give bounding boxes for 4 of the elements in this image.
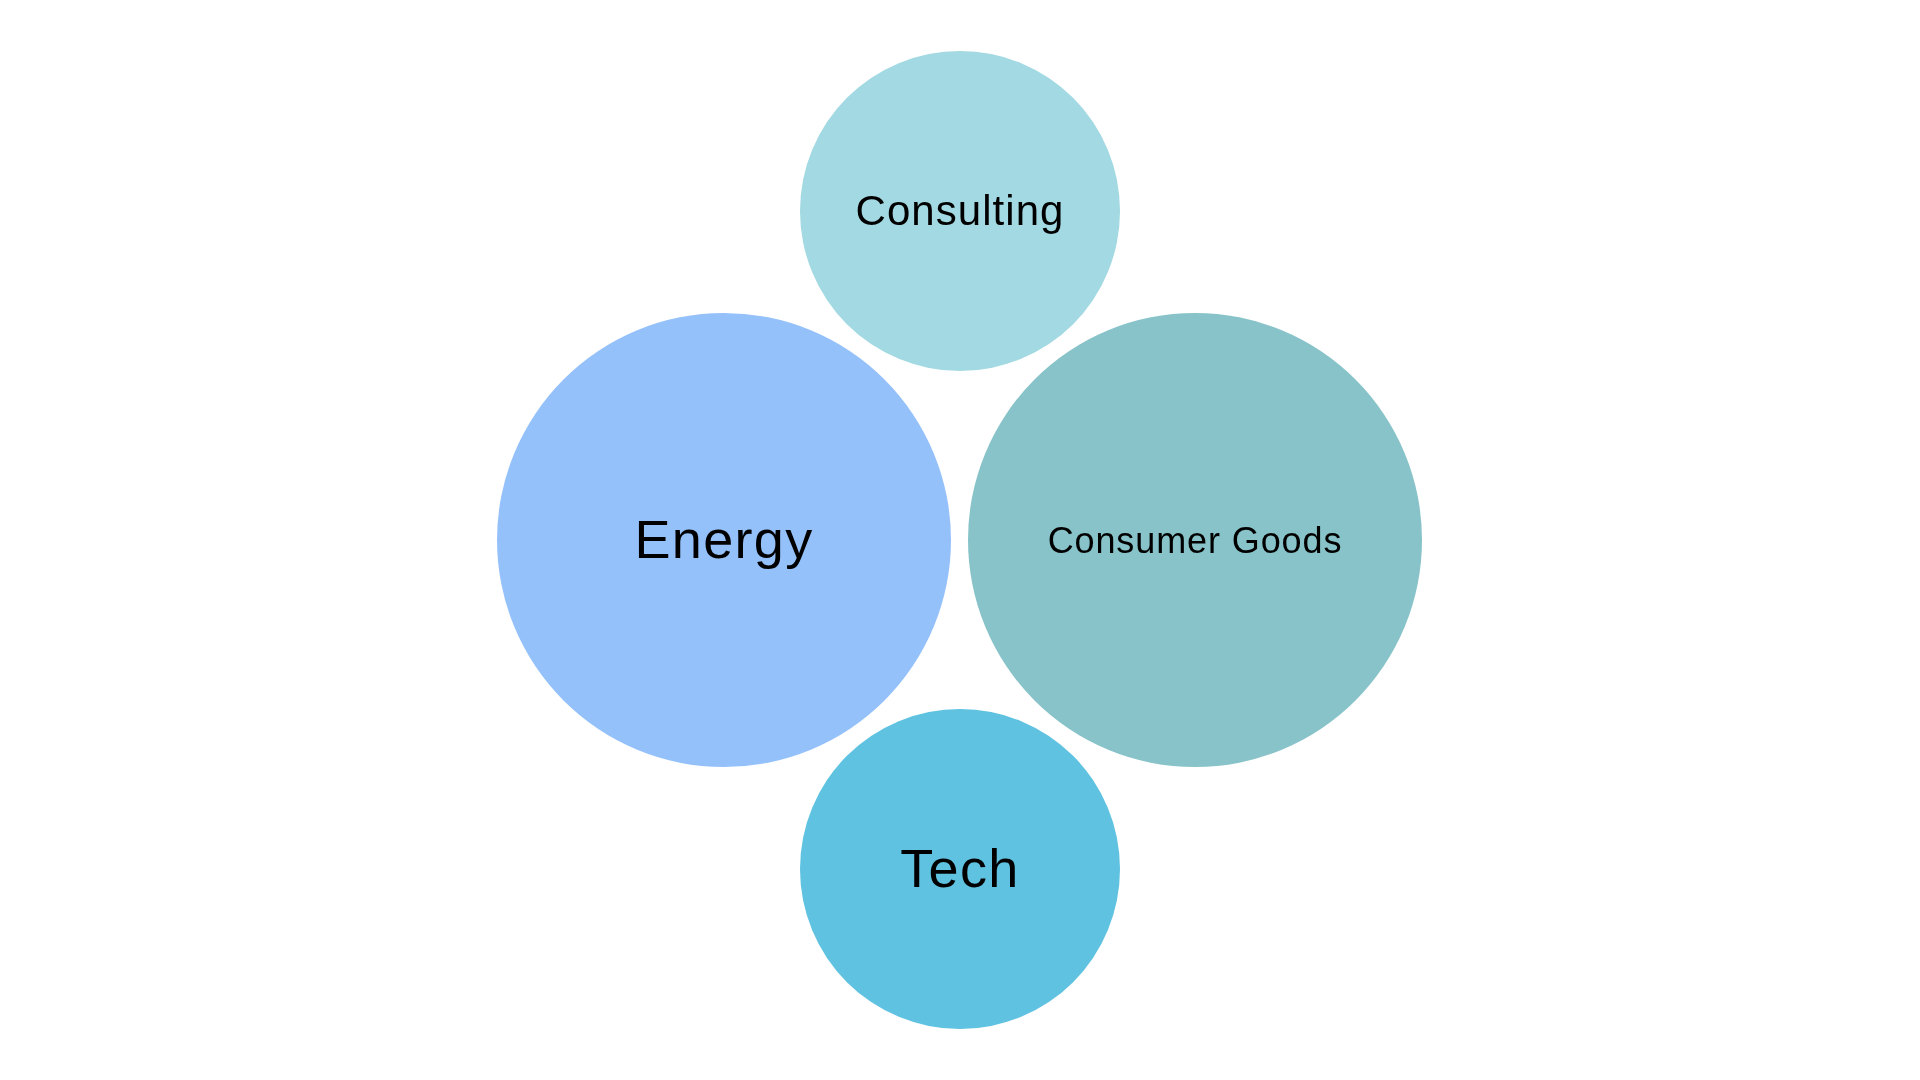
node-label: Consulting xyxy=(855,185,1065,236)
node-label: Energy xyxy=(634,508,814,572)
node-label: Consumer Goods xyxy=(1047,518,1343,563)
node-label: Tech xyxy=(900,837,1020,901)
